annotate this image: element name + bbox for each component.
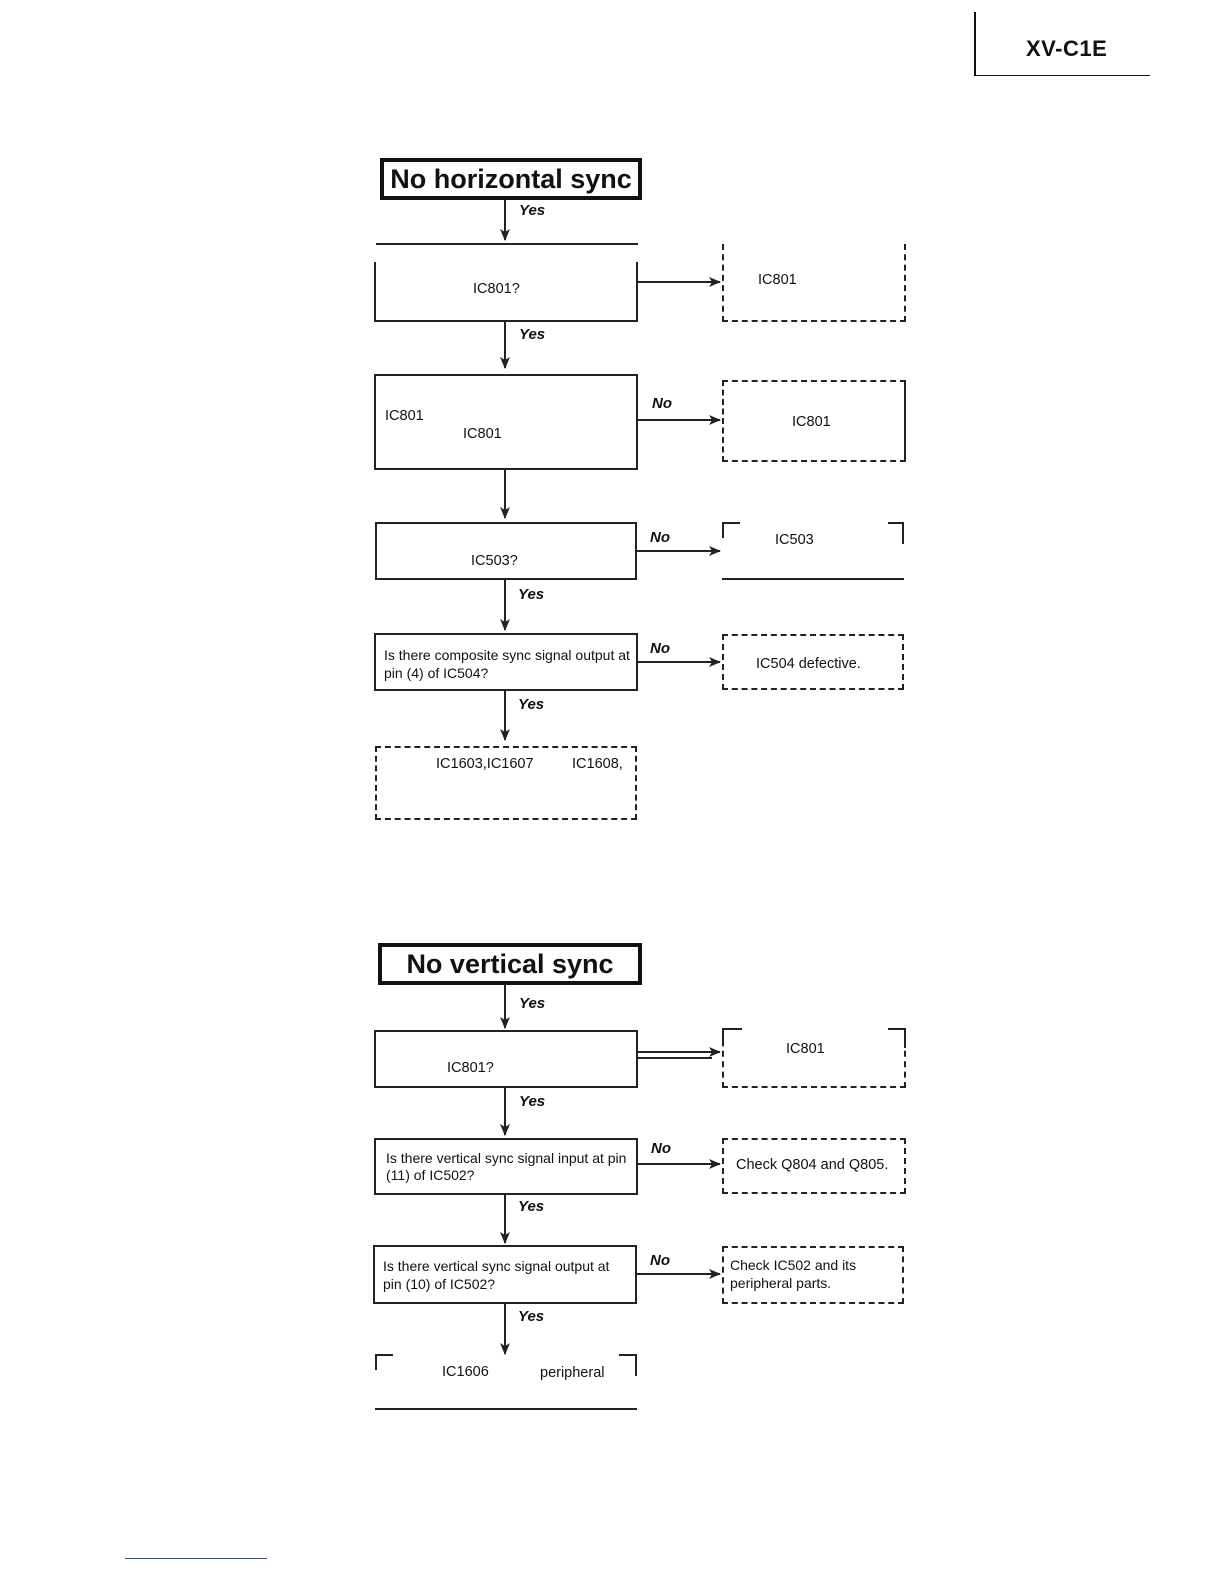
end-text-b: IC1608,: [572, 756, 623, 772]
no-label: No: [652, 395, 672, 412]
corner-mark: [375, 1354, 393, 1370]
result-text: Check Q804 and Q805.: [736, 1157, 889, 1173]
yes-label: Yes: [519, 1093, 546, 1110]
no-label: No: [650, 529, 670, 546]
result-text: IC504 defective.: [756, 656, 861, 672]
result-box-v1: IC801: [722, 1028, 906, 1088]
result-text: IC503: [775, 532, 814, 548]
footer-rule: [125, 1558, 267, 1559]
end-text-a: IC1606: [442, 1364, 489, 1380]
result-box-h1: IC801: [722, 244, 906, 322]
question-box-h3: IC503?: [375, 522, 637, 580]
no-label: No: [651, 1140, 671, 1157]
result-box-h4: IC504 defective.: [722, 634, 904, 690]
question-box-h4: Is there composite sync signal output at…: [374, 633, 638, 691]
yes-label: Yes: [519, 202, 546, 219]
yes-label: Yes: [518, 1198, 545, 1215]
question-text: IC801?: [447, 1060, 494, 1076]
box-top-rule: [376, 243, 638, 245]
question-box-v1: IC801?: [374, 1030, 638, 1088]
corner-mark: [888, 1028, 906, 1048]
yes-label: Yes: [518, 586, 545, 603]
result-text: IC801: [758, 272, 797, 288]
question-box-h2: IC801 IC801: [374, 374, 638, 470]
result-text: IC801: [792, 414, 831, 430]
corner-mark: [722, 1028, 742, 1044]
question-text: Is there vertical sync signal output at …: [383, 1258, 610, 1292]
title-no-horizontal-sync: No horizontal sync: [380, 158, 642, 200]
question-box-h1: IC801?: [374, 262, 638, 322]
question-text-line2: IC801: [463, 426, 502, 442]
question-text: Is there composite sync signal output at…: [384, 647, 630, 681]
yes-label: Yes: [518, 696, 545, 713]
result-text: Check IC502 and its peripheral parts.: [730, 1257, 857, 1291]
no-label: No: [650, 1252, 670, 1269]
corner-mark: [722, 522, 740, 538]
corner-mark: [619, 1354, 637, 1376]
question-text: IC801?: [473, 281, 520, 297]
question-box-v3: Is there vertical sync signal output at …: [373, 1245, 637, 1304]
end-text-b: peripheral: [540, 1365, 605, 1381]
model-number: XV-C1E: [1026, 36, 1108, 61]
result-box-h3: IC503: [722, 522, 904, 580]
end-box-h: IC1603,IC1607 IC1608,: [375, 746, 637, 820]
corner-mark: [888, 522, 904, 544]
question-text: Is there vertical sync signal input at p…: [386, 1150, 627, 1183]
end-text-a: IC1603,IC1607: [436, 756, 534, 772]
question-text-line1: IC801: [385, 408, 424, 424]
question-box-v2: Is there vertical sync signal input at p…: [374, 1138, 638, 1195]
result-box-h2: IC801: [722, 380, 906, 462]
yes-label: Yes: [519, 995, 546, 1012]
result-box-v3: Check IC502 and its peripheral parts.: [722, 1246, 904, 1304]
question-text: IC503?: [471, 553, 518, 569]
yes-label: Yes: [519, 326, 546, 343]
header-divider-vertical: [974, 12, 976, 76]
result-text: IC801: [786, 1041, 825, 1057]
end-box-v: IC1606 peripheral: [375, 1354, 637, 1410]
header-divider-horizontal: [974, 75, 1150, 76]
result-box-v2: Check Q804 and Q805.: [722, 1138, 906, 1194]
title-no-vertical-sync: No vertical sync: [378, 943, 642, 985]
h-right-arrows: [637, 277, 721, 667]
no-label: No: [650, 640, 670, 657]
yes-label: Yes: [518, 1308, 545, 1325]
